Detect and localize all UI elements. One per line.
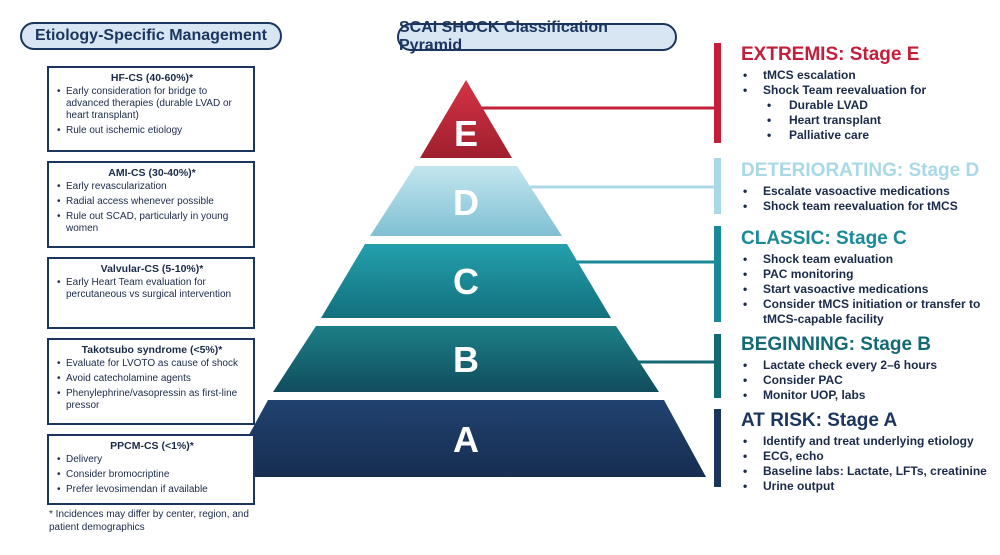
stage-item: Start vasoactive medications (741, 282, 1000, 297)
etiology-title: PPCM-CS (<1%)* (110, 440, 194, 452)
pyramid-letter-e: E (454, 113, 478, 154)
etiology-bullet: Delivery (57, 454, 247, 466)
etiology-box-hf-cs: HF-CS (40-60%)* Early consideration for … (47, 66, 255, 152)
pyramid-letter-a: A (453, 419, 479, 460)
etiology-bullet: Phenylephrine/vasopressin as first-line … (57, 388, 247, 412)
etiology-bullet: Avoid catecholamine agents (57, 373, 247, 385)
stage-bar-e (714, 43, 721, 143)
etiology-box-takotsubo: Takotsubo syndrome (<5%)* Evaluate for L… (47, 338, 255, 425)
stage-item: tMCS escalation (741, 68, 1000, 83)
stage-d-title: DETERIORATING: Stage D (741, 160, 980, 181)
stage-a-block: AT RISK: Stage A Identify and treat unde… (741, 410, 1000, 494)
etiology-bullet: Radial access whenever possible (57, 196, 247, 208)
etiology-bullet: Early consideration for bridge to advanc… (57, 86, 247, 122)
stage-item: Escalate vasoactive medications (741, 184, 1000, 199)
stage-subitem: Palliative care (741, 128, 1000, 143)
stage-subitem: Durable LVAD (741, 98, 1000, 113)
etiology-title: HF-CS (40-60%)* (110, 72, 194, 84)
stage-item: Identify and treat underlying etiology (741, 434, 1000, 449)
stage-item: Lactate check every 2–6 hours (741, 358, 1000, 373)
footnote: * Incidences may differ by center, regio… (49, 509, 249, 533)
etiology-box-ami-cs: AMI-CS (30-40%)* Early revascularization… (47, 161, 255, 248)
stage-c-block: CLASSIC: Stage C Shock team evaluation P… (741, 228, 1000, 327)
stage-item: Monitor UOP, labs (741, 388, 1000, 403)
stage-item: Baseline labs: Lactate, LFTs, creatinine (741, 464, 1000, 479)
etiology-title: Valvular-CS (5-10%)* (100, 263, 204, 275)
etiology-bullet: Prefer levosimendan if available (57, 484, 247, 496)
stage-item: Urine output (741, 479, 1000, 494)
stage-e-title: EXTREMIS: Stage E (741, 44, 920, 65)
etiology-title: AMI-CS (30-40%)* (108, 167, 196, 179)
stage-item: Consider PAC (741, 373, 1000, 388)
stage-bar-c (714, 226, 721, 322)
etiology-box-valvular-cs: Valvular-CS (5-10%)* Early Heart Team ev… (47, 257, 255, 329)
etiology-bullet: Consider bromocriptine (57, 469, 247, 481)
stage-item: ECG, echo (741, 449, 1000, 464)
stage-bar-b (714, 334, 721, 398)
stage-subitem: Heart transplant (741, 113, 1000, 128)
stage-b-title: BEGINNING: Stage B (741, 334, 932, 355)
stage-item: Shock team evaluation (741, 252, 1000, 267)
pyramid-level-e (420, 80, 512, 158)
etiology-bullet: Rule out SCAD, particularly in young wom… (57, 211, 247, 235)
pyramid-title: SCAI SHOCK Classification Pyramid (397, 19, 677, 54)
pyramid-level-b (273, 326, 659, 392)
etiology-bullet: Early Heart Team evaluation for percutan… (57, 277, 247, 301)
stage-item: PAC monitoring (741, 267, 1000, 282)
etiology-bullet: Evaluate for LVOTO as cause of shock (57, 358, 247, 370)
stage-d-block: DETERIORATING: Stage D Escalate vasoacti… (741, 160, 1000, 214)
stage-item: Consider tMCS initiation or transfer to … (741, 297, 1000, 327)
etiology-title: Takotsubo syndrome (<5%)* (81, 344, 223, 356)
stage-bar-d (714, 158, 721, 214)
stage-item: Shock team reevaluation for tMCS (741, 199, 1000, 214)
stage-b-block: BEGINNING: Stage B Lactate check every 2… (741, 334, 1000, 403)
etiology-management-title: Etiology-Specific Management (20, 22, 282, 50)
stage-bar-a (714, 409, 721, 487)
etiology-box-ppcm-cs: PPCM-CS (<1%)* Delivery Consider bromocr… (47, 434, 255, 505)
stage-a-title: AT RISK: Stage A (741, 410, 898, 431)
pyramid-letter-c: C (453, 261, 479, 302)
pyramid-level-a (226, 400, 706, 477)
pyramid-letter-b: B (453, 339, 479, 380)
stage-e-block: EXTREMIS: Stage E tMCS escalation Shock … (741, 44, 1000, 143)
etiology-bullet: Early revascularization (57, 181, 247, 193)
etiology-bullet: Rule out ischemic etiology (57, 125, 247, 137)
pyramid-letter-d: D (453, 182, 479, 223)
stage-item: Shock Team reevaluation for (741, 83, 1000, 98)
stage-c-title: CLASSIC: Stage C (741, 228, 907, 249)
pyramid-level-d (370, 166, 562, 236)
pyramid-level-c (321, 244, 611, 318)
